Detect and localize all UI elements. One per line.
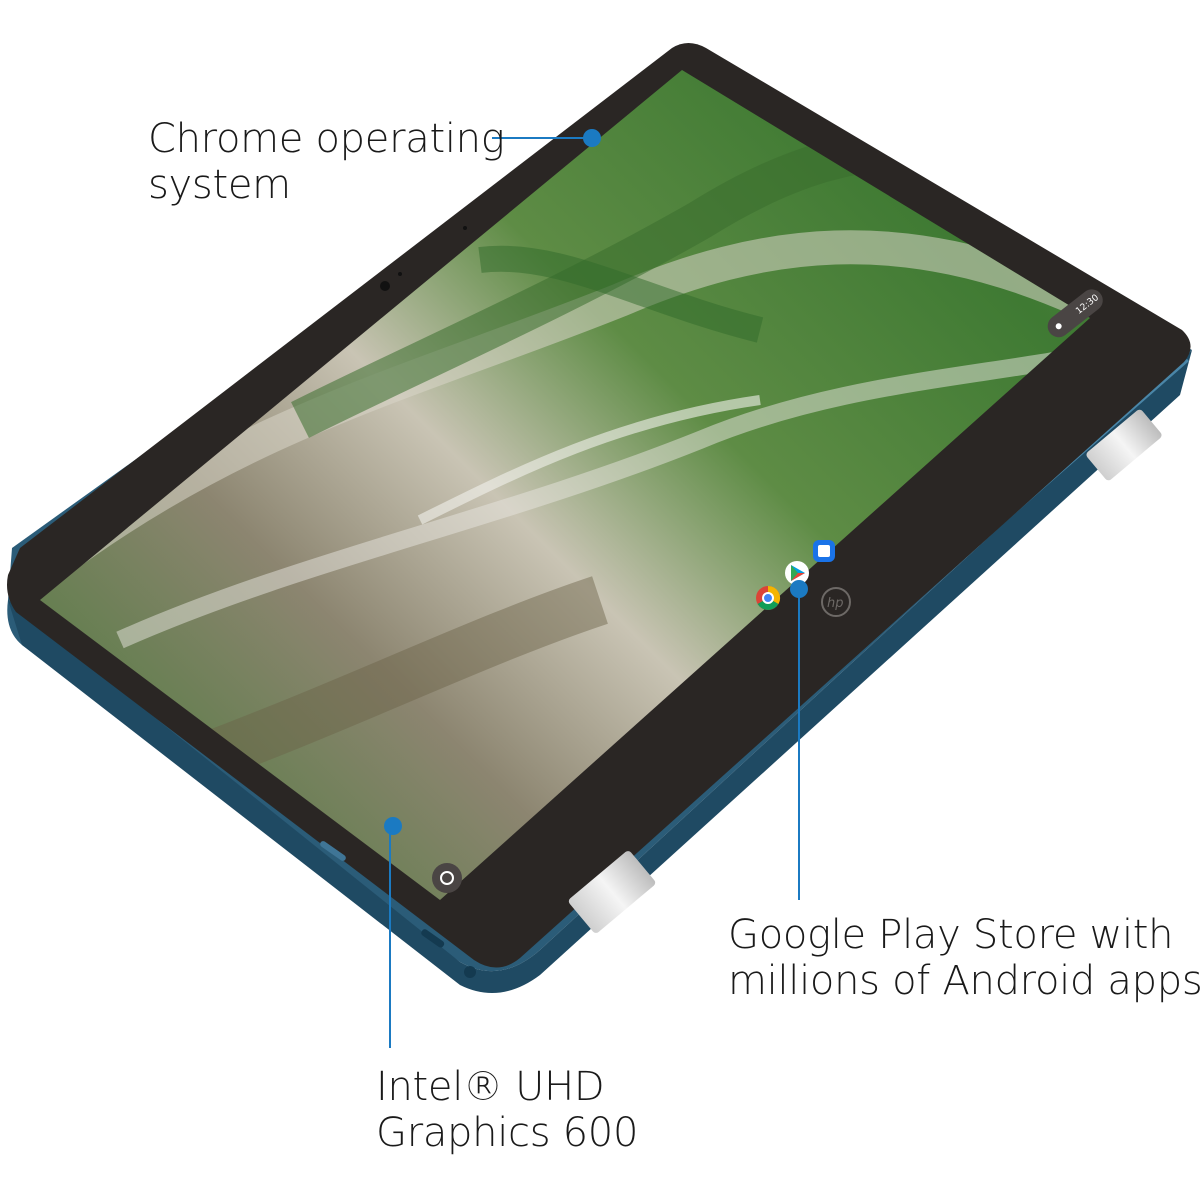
headphone-jack	[464, 966, 476, 978]
hinge-right	[1086, 409, 1162, 481]
callout-play-store-line1: Google Play Store with	[728, 912, 1174, 958]
callout-line-chrome	[492, 129, 601, 147]
callout-line-play	[790, 580, 808, 900]
svg-text:hp: hp	[827, 596, 844, 611]
callout-line-intel	[384, 817, 402, 1048]
files-icon[interactable]	[813, 540, 835, 562]
callout-play-store-line2: millions of Android apps	[728, 958, 1200, 1004]
usb-c-port	[421, 929, 445, 948]
launcher-button[interactable]	[432, 863, 462, 893]
webcam	[380, 226, 467, 291]
callout-chrome-os: Chrome operating system	[148, 116, 505, 208]
callout-graphics-line2: Graphics 600	[376, 1110, 639, 1156]
callout-chrome-os-line2: system	[148, 162, 291, 208]
hp-logo: hp	[821, 587, 851, 617]
callout-play-store: Google Play Store with millions of Andro…	[728, 912, 1200, 1004]
chrome-icon[interactable]	[756, 585, 781, 611]
hinge-left	[568, 851, 656, 933]
play-store-icon[interactable]	[785, 561, 809, 585]
callout-chrome-os-line1: Chrome operating	[148, 116, 505, 162]
callout-graphics: Intel® UHD Graphics 600	[376, 1064, 638, 1156]
volume-button	[320, 841, 346, 861]
callout-graphics-line1: Intel® UHD	[376, 1064, 605, 1110]
